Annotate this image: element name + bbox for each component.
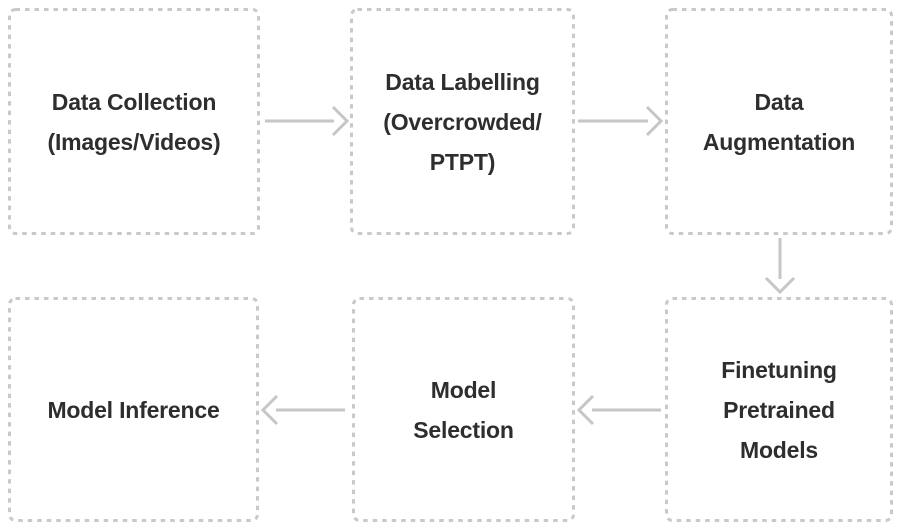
node-label: Models <box>739 436 819 463</box>
arrow-data-labelling-to-data-augmentation <box>578 105 664 137</box>
arrow-finetuning-to-model-selection <box>576 394 661 426</box>
node-data-augmentation: Data Augmentation <box>665 8 893 235</box>
node-label: Finetuning <box>721 356 837 383</box>
arrow-data-collection-to-data-labelling <box>265 105 350 137</box>
node-label: Selection <box>413 416 514 443</box>
node-label: Data Labelling <box>385 68 540 95</box>
node-label: Data Collection <box>51 88 217 115</box>
node-label: Model <box>430 376 497 403</box>
node-border-data-collection <box>8 8 260 235</box>
node-border-data-labelling <box>350 8 575 235</box>
node-label: Augmentation <box>702 128 856 155</box>
node-label: PTPT) <box>429 148 496 175</box>
node-border-data-augmentation <box>665 8 893 235</box>
arrow-data-augmentation-to-finetuning <box>764 238 796 295</box>
node-model-selection: Model Selection <box>352 297 575 522</box>
node-model-inference: Model Inference <box>8 297 259 522</box>
node-data-collection: Data Collection (Images/Videos) <box>8 8 260 235</box>
node-label: Pretrained <box>723 396 835 423</box>
node-label: Model Inference <box>47 396 220 423</box>
node-label: (Images/Videos) <box>47 128 221 155</box>
node-label: (Overcrowded/ <box>383 108 542 135</box>
node-border-finetuning-pretrained-models <box>665 297 893 522</box>
node-border-model-inference <box>8 297 259 522</box>
arrow-model-selection-to-model-inference <box>260 394 345 426</box>
node-finetuning-pretrained-models: Finetuning Pretrained Models <box>665 297 893 522</box>
node-label: Data <box>754 88 804 115</box>
node-data-labelling: Data Labelling (Overcrowded/ PTPT) <box>350 8 575 235</box>
